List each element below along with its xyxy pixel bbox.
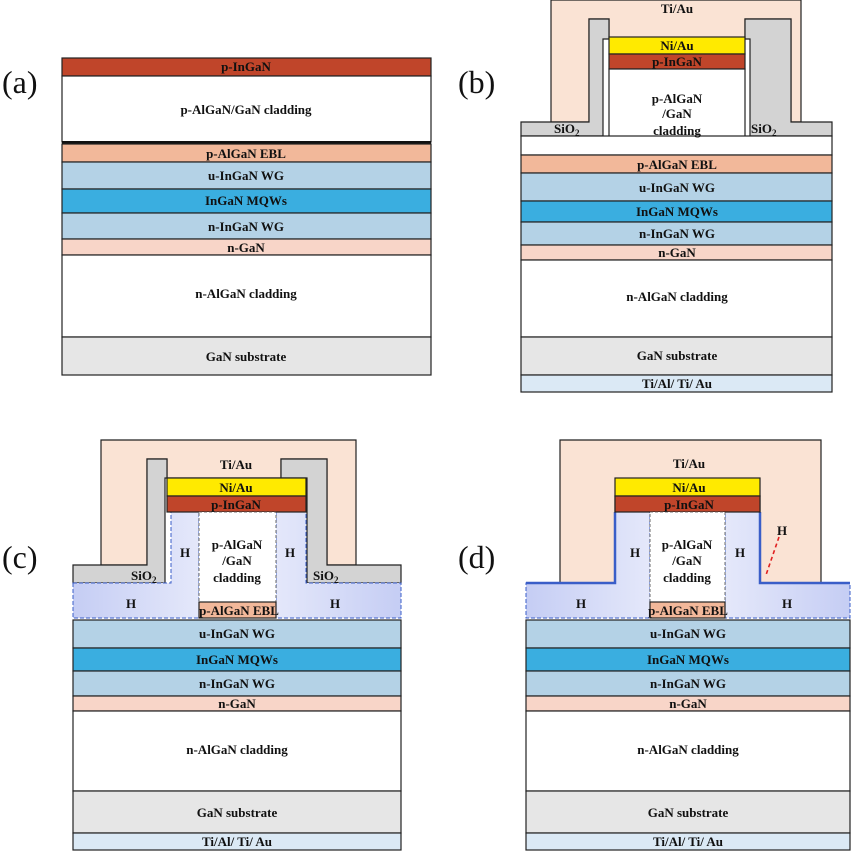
d-ni-au-label: Ni/Au <box>672 480 705 495</box>
d-ridge-label-3: cladding <box>663 570 711 585</box>
d-u-wg-layer <box>525 619 851 649</box>
b-mqw-label: InGaN MQWs <box>636 204 718 219</box>
a-substrate-label: GaN substrate <box>206 349 287 364</box>
d-substrate-label: GaN substrate <box>648 805 729 820</box>
b-p-ingan-label: p-InGaN <box>652 54 702 69</box>
c-h-label-left-slab: H <box>126 596 136 611</box>
c-h-label-right-slab: H <box>330 596 340 611</box>
b-sio2-left-label: SiO2 <box>554 121 580 138</box>
b-n-gan-label: n-GaN <box>658 245 696 260</box>
d-ebl-layer <box>649 601 726 619</box>
d-n-wg-label: n-InGaN WG <box>650 676 726 691</box>
d-n-gan-label: n-GaN <box>669 696 707 711</box>
a-n-wg-label: n-InGaN WG <box>208 219 284 234</box>
d-n-cladding-label: n-AlGaN cladding <box>637 742 739 757</box>
d-n-contact-label: Ti/Al/ Ti/ Au <box>653 834 723 849</box>
d-ridge-label-2: /GaN <box>671 553 702 568</box>
a-n-cladding-layer <box>61 254 432 338</box>
b-ridge-label-1: p-AlGaN <box>652 91 703 106</box>
b-ti-au-label: Ti/Au <box>661 1 693 16</box>
a-divider <box>62 141 431 144</box>
panel-d-label: (d) <box>458 539 495 575</box>
a-p-ingan-label: p-InGaN <box>221 59 271 74</box>
d-n-contact-layer <box>525 832 851 851</box>
b-u-wg-layer <box>520 172 833 202</box>
panel-c-label: (c) <box>2 539 38 575</box>
panel-c: (c) Ti/Au Ni/Au p-InGaN p-AlGaN /GaN cla… <box>2 439 402 851</box>
d-substrate-layer <box>525 790 851 834</box>
c-n-contact-layer <box>72 832 402 851</box>
c-ti-au-label: Ti/Au <box>220 457 252 472</box>
c-substrate-label: GaN substrate <box>197 805 278 820</box>
c-ridge-label-2: /GaN <box>221 553 252 568</box>
c-u-wg-label: u-InGaN WG <box>199 626 275 641</box>
b-u-wg-label: u-InGaN WG <box>639 180 715 195</box>
panel-d: (d) Ti/Au Ni/Au p-InGaN p-AlGaN /GaN cla… <box>458 439 851 851</box>
c-n-wg-label: n-InGaN WG <box>199 676 275 691</box>
d-h-label-left-slab: H <box>576 596 586 611</box>
d-h-label-left-ridge: H <box>630 545 640 560</box>
b-sio2-right <box>744 18 833 137</box>
a-u-wg-label: u-InGaN WG <box>208 168 284 183</box>
c-u-wg-layer <box>72 619 402 649</box>
panel-b: (b) Ti/Au Ni/Au p-InGaN p-AlGaN /GaN cla… <box>458 0 833 393</box>
a-n-cladding-label: n-AlGaN cladding <box>195 286 297 301</box>
c-p-ingan-label: p-InGaN <box>211 497 261 512</box>
a-u-wg-layer <box>61 161 432 190</box>
a-mqw-label: InGaN MQWs <box>205 193 287 208</box>
c-h-label-right-ridge: H <box>285 545 295 560</box>
c-h-label-left-ridge: H <box>180 545 190 560</box>
b-sio2-right-label: SiO2 <box>751 121 777 138</box>
d-n-cladding-layer <box>525 710 851 792</box>
c-ni-au-label: Ni/Au <box>219 480 252 495</box>
c-ridge-label-3: cladding <box>213 570 261 585</box>
d-ridge-label-1: p-AlGaN <box>662 537 713 552</box>
c-ridge-label-1: p-AlGaN <box>212 537 263 552</box>
b-ridge-label-2: /GaN <box>661 106 692 121</box>
b-ebl-label: p-AlGaN EBL <box>637 157 717 172</box>
c-sio2-right-label: SiO2 <box>313 568 339 585</box>
d-ebl-label: p-AlGaN EBL <box>648 603 728 618</box>
a-n-wg-layer <box>61 212 432 240</box>
c-ridge-core <box>198 511 277 603</box>
panel-a: (a) p-InGaN p-AlGaN/GaN cladding p-AlGaN… <box>2 57 432 376</box>
panel-a-label: (a) <box>2 64 38 100</box>
b-n-contact-label: Ti/Al/ Ti/ Au <box>642 376 712 391</box>
c-n-cladding-label: n-AlGaN cladding <box>186 742 288 757</box>
b-n-wg-label: n-InGaN WG <box>639 226 715 241</box>
c-ebl-label: p-AlGaN EBL <box>199 603 279 618</box>
c-n-contact-label: Ti/Al/ Ti/ Au <box>202 834 272 849</box>
c-n-gan-label: n-GaN <box>218 696 256 711</box>
b-n-contact-layer <box>520 374 833 393</box>
c-n-wg-layer <box>72 670 402 697</box>
c-ebl-layer <box>198 601 277 619</box>
a-substrate-layer <box>61 336 432 376</box>
a-mqw-layer <box>61 188 432 214</box>
b-n-cladding-label: n-AlGaN cladding <box>626 289 728 304</box>
a-n-gan-label: n-GaN <box>227 240 265 255</box>
c-mqw-label: InGaN MQWs <box>196 652 278 667</box>
a-ebl-label: p-AlGaN EBL <box>206 146 286 161</box>
c-n-cladding-layer <box>72 710 402 792</box>
c-sio2-left-label: SiO2 <box>131 568 157 585</box>
d-h-label-diffusion: H <box>777 523 787 538</box>
a-cladding-label: p-AlGaN/GaN cladding <box>180 102 312 117</box>
d-h-label-right-ridge: H <box>735 545 745 560</box>
a-cladding-layer <box>61 75 432 143</box>
d-h-region-edge <box>526 512 850 585</box>
panel-b-label: (b) <box>458 64 495 100</box>
c-substrate-layer <box>72 790 402 834</box>
b-ni-au-label: Ni/Au <box>660 38 693 53</box>
d-ti-au-label: Ti/Au <box>673 456 705 471</box>
d-u-wg-label: u-InGaN WG <box>650 626 726 641</box>
b-substrate-label: GaN substrate <box>637 348 718 363</box>
b-ridge-cladding <box>608 68 746 140</box>
b-ridge-label-3: cladding <box>653 123 701 138</box>
d-p-ingan-label: p-InGaN <box>664 497 714 512</box>
d-mqw-label: InGaN MQWs <box>647 652 729 667</box>
b-cladding-slab <box>520 135 833 156</box>
d-h-label-right-slab: H <box>782 596 792 611</box>
